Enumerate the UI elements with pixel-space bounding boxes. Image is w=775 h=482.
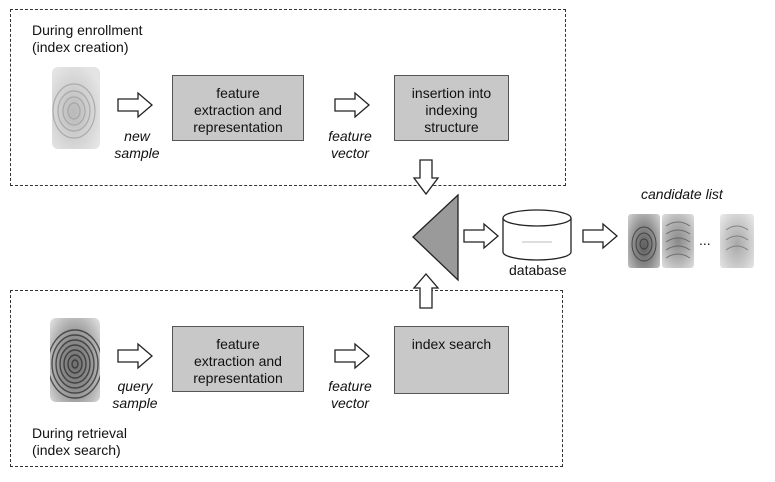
candidate-ellipsis: ...	[699, 232, 711, 248]
arrow-up-icon	[412, 273, 440, 309]
database-icon	[502, 209, 572, 261]
enrollment-panel	[10, 9, 566, 186]
retrieval-feature-extraction-box: feature extraction and representation	[172, 326, 304, 392]
candidate-fingerprint-3	[720, 214, 754, 268]
query-sample-label: query sample	[112, 378, 158, 411]
arrow-right-icon	[117, 92, 153, 118]
query-fingerprint-image	[50, 318, 100, 402]
switch-triangle-icon	[412, 193, 459, 282]
retrieval-panel	[10, 290, 563, 467]
retrieval-feature-vector-label: feature vector	[328, 378, 372, 411]
enrollment-fingerprint-image	[52, 67, 100, 149]
insertion-box: insertion into indexing structure	[394, 75, 509, 141]
retrieval-panel-label: During retrieval (index search)	[32, 425, 127, 458]
enrollment-panel-label: During enrollment (index creation)	[32, 22, 143, 55]
index-search-box: index search	[394, 326, 509, 394]
arrow-right-icon	[334, 92, 370, 118]
candidate-list-title: candidate list	[641, 186, 723, 202]
database-label: database	[509, 262, 567, 278]
arrow-right-icon	[463, 223, 499, 249]
new-sample-label: new sample	[114, 128, 160, 161]
arrow-right-icon	[334, 343, 370, 369]
arrow-right-icon	[117, 343, 153, 369]
arrow-down-icon	[412, 159, 440, 196]
enrollment-feature-extraction-box: feature extraction and representation	[172, 75, 304, 141]
candidate-fingerprint-1	[628, 214, 660, 268]
arrow-right-icon	[582, 223, 618, 249]
enrollment-feature-vector-label: feature vector	[328, 128, 372, 161]
candidate-fingerprint-2	[662, 214, 694, 268]
